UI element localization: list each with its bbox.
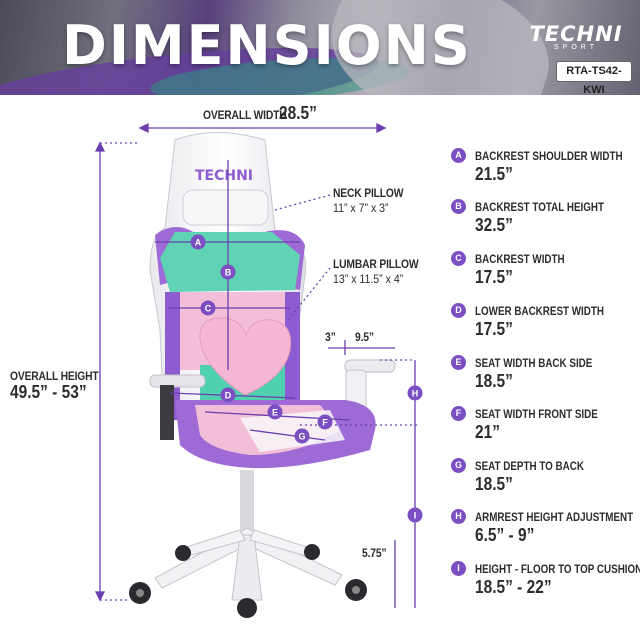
spec-badge: I	[451, 561, 466, 576]
brand-logo-sub: SPORT	[554, 44, 598, 51]
overall-height-value: 49.5” - 53”	[10, 382, 87, 402]
spec-badge: D	[451, 303, 466, 318]
spec-label: BACKREST TOTAL HEIGHT	[475, 200, 605, 214]
base-height-dim: 5.75”	[362, 546, 387, 560]
svg-text:H: H	[412, 389, 419, 399]
svg-text:I: I	[414, 511, 417, 521]
page-title: DIMENSIONS	[62, 14, 472, 77]
spec-value: 18.5”	[475, 474, 513, 494]
spec-label: LOWER BACKREST WIDTH	[475, 304, 605, 318]
spec-value: 21.5”	[475, 164, 513, 184]
brand-logo: TECHNI SPORT	[525, 22, 627, 51]
marker-f: F	[317, 414, 333, 430]
spec-item-i: I HEIGHT - FLOOR TO TOP CUSHION 18.5” - …	[451, 561, 640, 601]
svg-text:A: A	[195, 238, 202, 248]
spec-badge: F	[451, 406, 466, 421]
marker-e: E	[267, 404, 283, 420]
overall-width-label: OVERALL WIDTH	[203, 108, 287, 122]
marker-c: C	[200, 300, 216, 316]
spec-item-e: E SEAT WIDTH BACK SIDE 18.5”	[451, 355, 636, 395]
spec-label: SEAT WIDTH BACK SIDE	[475, 356, 593, 370]
svg-text:E: E	[272, 408, 278, 418]
spec-item-d: D LOWER BACKREST WIDTH 17.5”	[451, 303, 636, 343]
spec-item-c: C BACKREST WIDTH 17.5”	[451, 251, 636, 291]
spec-badge: A	[451, 148, 466, 163]
svg-text:C: C	[205, 304, 212, 314]
spec-label: BACKREST SHOULDER WIDTH	[475, 149, 623, 163]
spec-badge: C	[451, 251, 466, 266]
chair-base	[129, 470, 367, 618]
spec-label: HEIGHT - FLOOR TO TOP CUSHION	[475, 562, 640, 576]
overall-height-label: OVERALL HEIGHT	[10, 369, 99, 383]
marker-a: A	[190, 234, 206, 250]
spec-item-a: A BACKREST SHOULDER WIDTH 21.5”	[451, 148, 636, 188]
neck-pillow-label: NECK PILLOW	[333, 186, 404, 200]
lumbar-pillow-value: 13” x 11.5” x 4”	[333, 272, 404, 286]
spec-badge: G	[451, 458, 466, 473]
header-banner: DIMENSIONS TECHNI SPORT	[0, 0, 640, 95]
overall-width-value: 28.5”	[279, 103, 317, 123]
brand-logo-text: TECHNI	[529, 22, 623, 46]
spec-value: 18.5” - 22”	[475, 577, 552, 597]
banner-shade	[0, 0, 640, 95]
spec-item-g: G SEAT DEPTH TO BACK 18.5”	[451, 458, 636, 498]
spec-item-b: B BACKREST TOTAL HEIGHT 32.5”	[451, 199, 636, 239]
svg-text:B: B	[225, 268, 232, 278]
lumbar-pillow-label: LUMBAR PILLOW	[333, 257, 419, 271]
chair-markers: A B C D E F G H I	[190, 234, 423, 523]
spec-value: 32.5”	[475, 215, 513, 235]
spec-value: 6.5” - 9”	[475, 525, 535, 545]
marker-i: I	[407, 507, 423, 523]
spec-item-f: F SEAT WIDTH FRONT SIDE 21”	[451, 406, 636, 446]
marker-b: B	[220, 264, 236, 280]
armrest-right-dim: 9.5”	[355, 330, 374, 344]
spec-badge: H	[451, 509, 466, 524]
chair-logo-text: TECHNI	[195, 168, 253, 184]
chair-illustration: TECHNI A B	[94, 122, 423, 618]
spec-value: 18.5”	[475, 371, 513, 391]
spec-label: SEAT WIDTH FRONT SIDE	[475, 407, 598, 421]
spec-label: SEAT DEPTH TO BACK	[475, 459, 584, 473]
svg-text:D: D	[225, 391, 232, 401]
spec-label: BACKREST WIDTH	[475, 252, 565, 266]
marker-d: D	[220, 387, 236, 403]
spec-label: ARMREST HEIGHT ADJUSTMENT	[475, 510, 634, 524]
neck-pillow-value: 11” x 7” x 3”	[333, 201, 389, 215]
marker-h: H	[407, 385, 423, 401]
spec-value: 21”	[475, 422, 500, 442]
spec-badge: B	[451, 199, 466, 214]
spec-item-h: H ARMREST HEIGHT ADJUSTMENT 6.5” - 9”	[451, 509, 636, 549]
svg-text:G: G	[298, 432, 305, 442]
svg-text:F: F	[322, 418, 328, 428]
marker-g: G	[294, 428, 310, 444]
armrest-left-dim: 3”	[325, 330, 336, 344]
spec-value: 17.5”	[475, 319, 513, 339]
model-number-badge: RTA-TS42-KWI	[556, 61, 632, 96]
spec-value: 17.5”	[475, 267, 513, 287]
spec-badge: E	[451, 355, 466, 370]
